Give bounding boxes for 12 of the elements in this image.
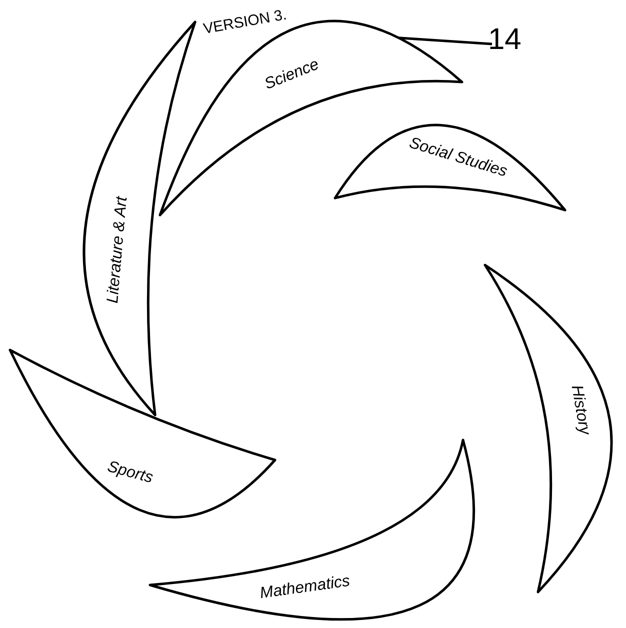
number-label: 14 [488, 20, 522, 60]
crescent-blade [483, 263, 614, 594]
crescent-blade [82, 20, 197, 417]
blade-label: Sports [105, 458, 155, 488]
blade-label: Social Studies [406, 134, 510, 182]
blade-label: Literature & Art [104, 196, 132, 304]
blade-label: Mathematics [258, 572, 352, 604]
leader-line [398, 36, 492, 46]
crescent-blade [333, 122, 567, 212]
version-note: VERSION 3. [202, 6, 288, 38]
crescent-blade [8, 348, 277, 520]
blade-label: History [566, 384, 594, 436]
